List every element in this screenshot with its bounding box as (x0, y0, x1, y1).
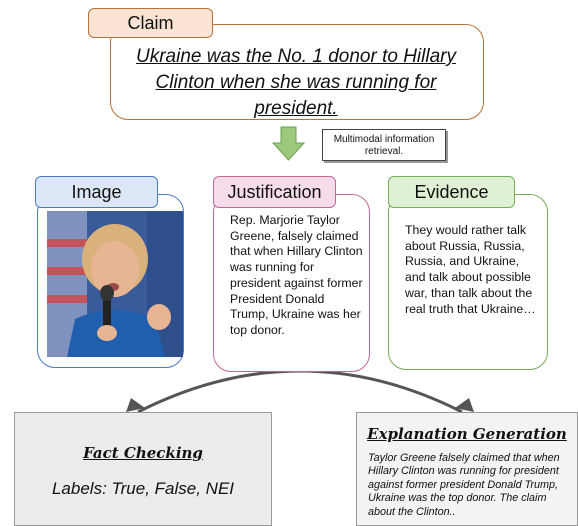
image-label: Image (35, 176, 158, 208)
right-arrowhead (455, 398, 474, 412)
retrieval-note: Multimodal information retrieval. (322, 129, 446, 161)
fact-checking-labels: Labels: True, False, NEI (51, 479, 235, 498)
claim-label: Claim (88, 8, 213, 38)
output-split-arrow (137, 369, 463, 414)
explanation-title: Explanation Generation (367, 425, 567, 443)
evidence-text: They would rather talk about Russia, Rus… (405, 223, 536, 316)
explanation-text: Taylor Greene falsely claimed that when … (368, 452, 560, 518)
justification-label: Justification (213, 176, 336, 208)
explanation-box (356, 412, 578, 526)
left-arrowhead (126, 398, 145, 412)
fact-checking-title: Fact Checking (83, 444, 203, 462)
speaker-photo (47, 211, 183, 357)
justification-text: Rep. Marjorie Taylor Greene, falsely cla… (230, 213, 363, 337)
fact-checking-box (14, 412, 272, 526)
evidence-label: Evidence (388, 176, 515, 208)
evidence-panel (388, 194, 548, 370)
retrieval-down-arrow (271, 126, 306, 161)
justification-panel (213, 194, 370, 372)
claim-box (110, 24, 484, 120)
claim-text: Ukraine was the No. 1 donor to Hillary C… (136, 46, 456, 119)
